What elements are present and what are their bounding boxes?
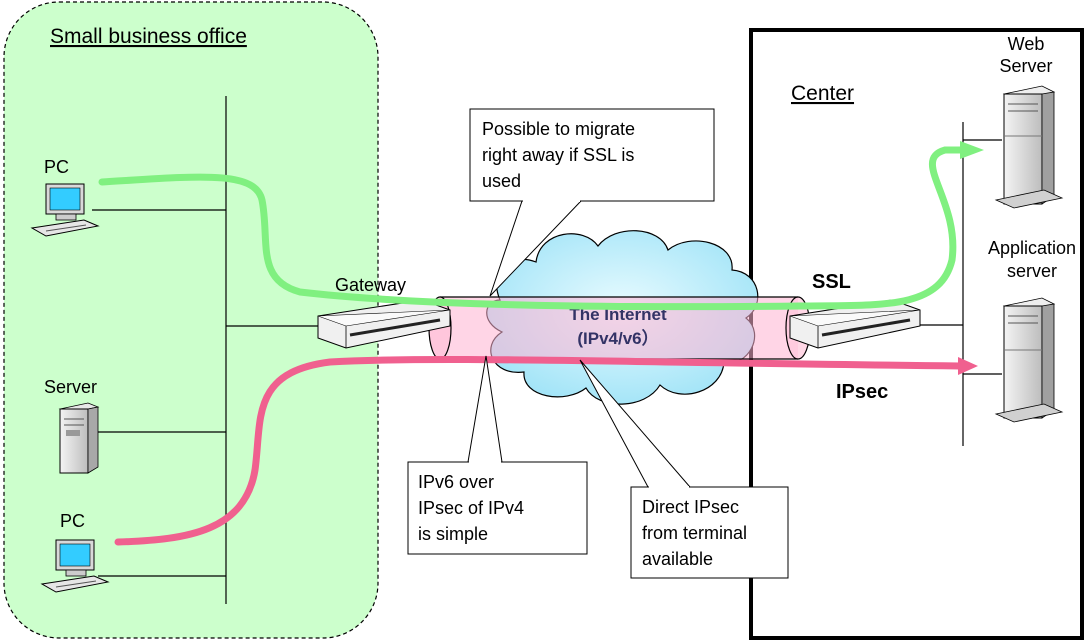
ipv6-note-line-1: IPv6 over [418, 472, 494, 492]
center-lan [915, 122, 1002, 446]
callout-ssl-note: Possible to migrate right away if SSL is… [469, 108, 715, 297]
center-router-icon [789, 299, 921, 349]
ipsec-path-line [114, 355, 964, 546]
ssl-path-line [98, 146, 969, 311]
server-label: Server [44, 377, 97, 397]
ipv6-note-line-3: is simple [418, 524, 488, 544]
ipsec-arrowhead-icon [958, 357, 978, 375]
ipsec-label: IPsec [836, 381, 888, 403]
web-server-icon [994, 85, 1064, 209]
ssl-note-line-3: used [482, 171, 521, 191]
web-server-label-1: Web [1008, 34, 1045, 54]
office-region [3, 1, 379, 639]
gateway-label: Gateway [335, 275, 406, 295]
ssl-arrowhead-icon [960, 141, 984, 159]
web-server-label-2: Server [999, 56, 1052, 76]
app-server-label-1: Application [988, 238, 1076, 258]
ssl-note-line-2: right away if SSL is [482, 145, 634, 165]
application-server-icon [994, 297, 1064, 423]
direct-note-line-3: available [642, 549, 713, 569]
pc-top-icon [30, 183, 100, 237]
callout-ipv6-note: IPv6 over IPsec of IPv4 is simple [407, 355, 588, 555]
app-server-label-2: server [1007, 261, 1057, 281]
pc-bottom-icon [40, 539, 110, 593]
ssl-label: SSL [812, 271, 851, 293]
pc-bottom-label: PC [60, 511, 85, 531]
pc-top-label: PC [44, 157, 69, 177]
ipv6-note-line-2: IPsec of IPv4 [418, 498, 524, 518]
ssl-note-line-1: Possible to migrate [482, 119, 635, 139]
internet-label-2: (IPv4/v6） [577, 328, 658, 348]
gateway-router-icon [317, 299, 451, 349]
direct-note-line-2: from terminal [642, 523, 747, 543]
center-title: Center [791, 82, 854, 105]
office-title: Small business office [50, 25, 247, 48]
office-server-icon [58, 402, 100, 474]
direct-note-line-1: Direct IPsec [642, 497, 739, 517]
callout-direct-note: Direct IPsec from terminal available [579, 359, 789, 579]
